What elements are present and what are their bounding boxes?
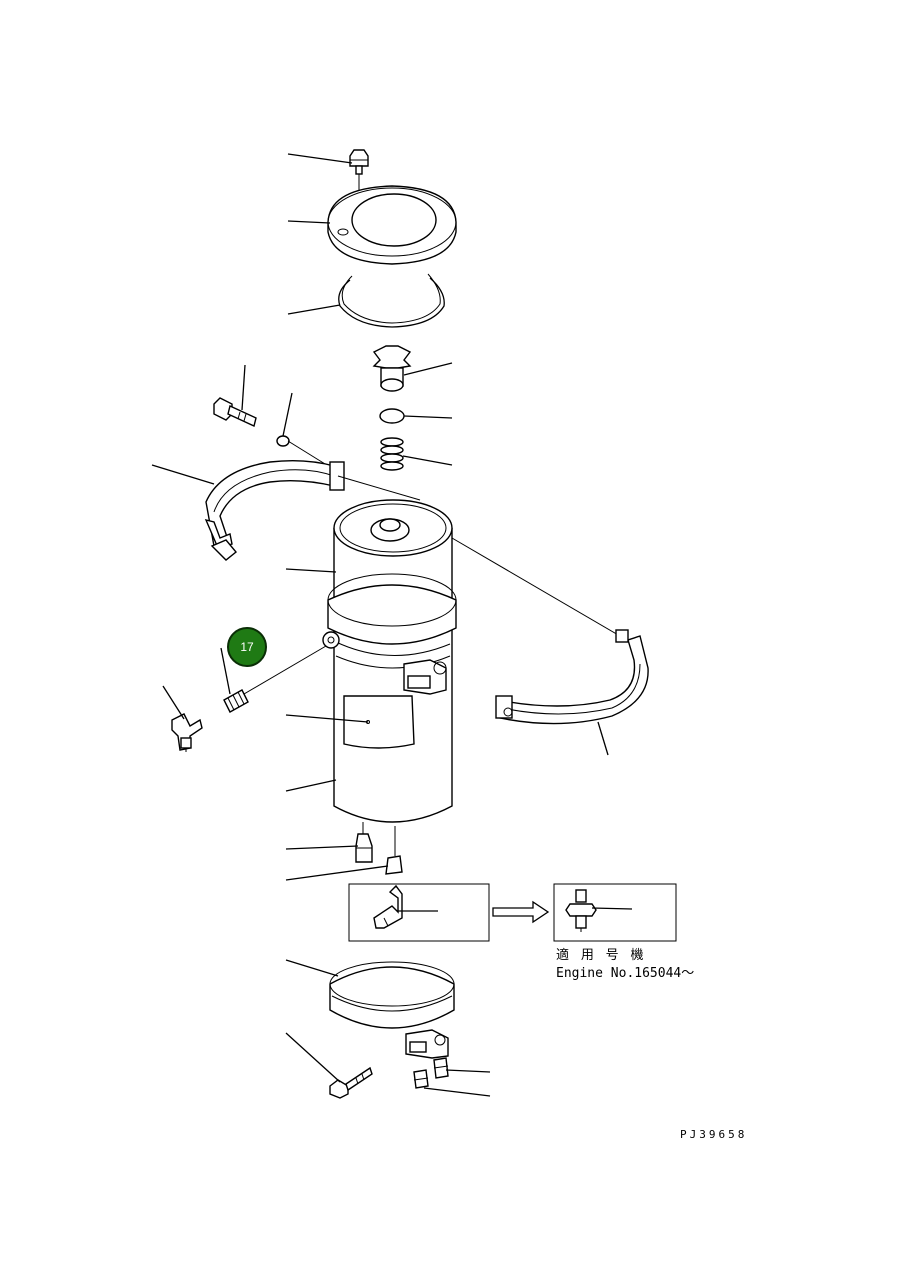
- leader-line: [151, 464, 215, 485]
- leader-line: [403, 415, 453, 419]
- detail-box-old: [348, 883, 490, 942]
- drain-plug: [355, 822, 373, 863]
- assembly-line: [337, 475, 421, 501]
- callout-badge[interactable]: 17: [227, 627, 267, 667]
- o-ring: [338, 273, 445, 328]
- leader-line: [597, 721, 609, 756]
- arrow-icon: [492, 900, 550, 924]
- washer: [276, 435, 290, 447]
- leader-line: [285, 714, 369, 723]
- leader-line: [241, 364, 246, 411]
- leader-line: [403, 362, 453, 376]
- clamp-band: [329, 961, 455, 1059]
- leader-line: [445, 1069, 491, 1073]
- leader-line: [287, 153, 353, 164]
- leader-line: [285, 865, 389, 881]
- leader-line: [220, 647, 231, 695]
- nut-lower: [413, 1069, 429, 1089]
- long-bolt: [329, 1066, 373, 1099]
- drain-cock: [385, 826, 403, 875]
- leader-line: [591, 907, 633, 910]
- drawing-code: PJ39658: [680, 1128, 748, 1141]
- leader-line: [282, 392, 293, 437]
- leader-line: [285, 959, 339, 977]
- leader-line: [162, 685, 185, 720]
- assembly-line: [243, 645, 327, 695]
- filter-housing: [322, 573, 457, 823]
- right-mounting-bracket: [495, 629, 649, 725]
- detail-elbow-fitting: [373, 884, 403, 929]
- leader-line: [285, 1032, 341, 1083]
- engine-number-label: Engine No.165044〜: [556, 966, 695, 981]
- hex-bolt: [213, 397, 257, 427]
- leader-line: [285, 845, 359, 850]
- callout-number: 17: [240, 640, 254, 654]
- leader-line: [285, 779, 337, 792]
- applicable-label: 適 用 号 機: [556, 948, 646, 963]
- assembly-line: [451, 537, 621, 637]
- nut-upper: [433, 1057, 449, 1079]
- elbow-fitting: [171, 713, 203, 752]
- leader-line: [287, 304, 341, 315]
- detail-box-new: [553, 883, 677, 942]
- left-mounting-bracket: [204, 459, 345, 561]
- top-cover: [327, 185, 457, 265]
- valve-disc: [379, 408, 405, 424]
- leader-line: [423, 1087, 491, 1097]
- leader-line: [402, 455, 453, 466]
- valve-assembly: [372, 345, 412, 392]
- detail-straight-fitting: [565, 889, 597, 932]
- nipple-fitting: [223, 689, 249, 713]
- leader-line: [285, 568, 337, 573]
- spring: [380, 437, 404, 471]
- leader-line: [287, 220, 331, 224]
